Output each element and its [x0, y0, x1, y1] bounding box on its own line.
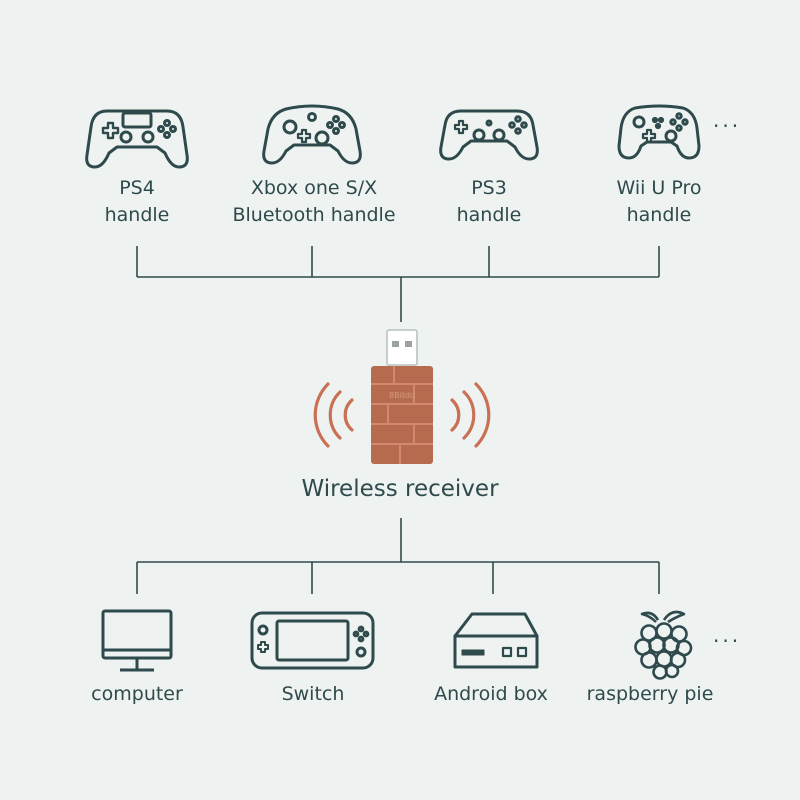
output-connectors: [136, 518, 660, 594]
wiiu-handle-label: Wii U Pro handle: [616, 175, 701, 229]
wiiu-pro-controller-icon: [617, 104, 701, 160]
wiiu-label-line1: Wii U Pro: [616, 177, 702, 199]
set-top-box-icon: [453, 612, 539, 669]
xbox-label-line1: Xbox one S/X: [250, 177, 378, 199]
ps3-controller-icon: [439, 109, 539, 161]
ps3-label-line2: handle: [456, 204, 522, 226]
handheld-console-icon: [250, 611, 375, 670]
raspberry-icon: [634, 610, 693, 680]
android-box-label: Android box: [434, 683, 548, 705]
ps4-handle-label: PS4 handle: [105, 175, 170, 229]
signal-waves-left-icon: [313, 382, 354, 448]
ps4-controller-icon: [85, 109, 189, 169]
ps4-label-line2: handle: [104, 204, 170, 226]
switch-label: Switch: [281, 683, 345, 705]
wiiu-label-line2: handle: [626, 204, 692, 226]
usb-wireless-receiver-icon: 8Bitdo: [371, 329, 433, 464]
more-outputs-ellipsis: ···: [713, 629, 742, 653]
xbox-label-line2: Bluetooth handle: [232, 204, 396, 226]
computer-label: computer: [91, 683, 183, 705]
computer-monitor-icon: [101, 609, 173, 672]
xbox-controller-icon: [262, 104, 362, 165]
ps4-label-line1: PS4: [119, 177, 155, 199]
ps3-label-line1: PS3: [471, 177, 507, 199]
more-inputs-ellipsis: ···: [713, 114, 742, 138]
ps3-handle-label: PS3 handle: [457, 175, 522, 229]
signal-waves-right-icon: [450, 382, 491, 448]
raspberry-pie-label: raspberry pie: [586, 683, 714, 705]
receiver-brand-mark: 8Bitdo: [389, 391, 415, 400]
xbox-handle-label: Xbox one S/X Bluetooth handle: [232, 175, 395, 229]
input-connectors: [136, 246, 660, 322]
wireless-receiver-label: Wireless receiver: [301, 476, 499, 502]
